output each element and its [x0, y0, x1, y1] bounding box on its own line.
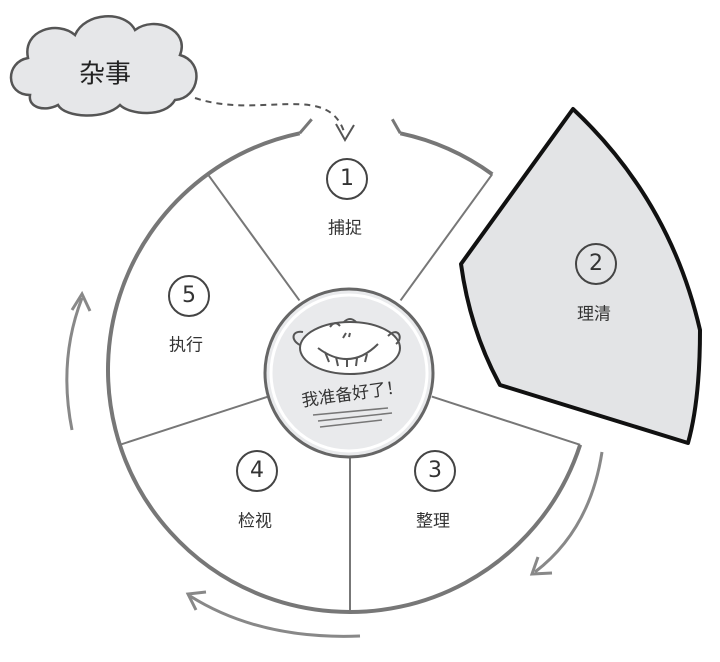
dashed-arrow: [194, 97, 346, 136]
segment-divider-2: [399, 173, 494, 302]
left-arrow: [65, 297, 84, 431]
wheel: [106, 118, 583, 614]
right-arrow: [534, 451, 604, 574]
step-5-label: 执行: [169, 335, 203, 356]
segment-divider-1: [206, 173, 301, 302]
ring-gap-tick-right: [391, 118, 402, 135]
outer-ring-main: [106, 131, 583, 614]
outer-ring-top-right: [399, 131, 494, 176]
bottom-arrow-head: [185, 590, 207, 611]
step-2-label: 理清: [577, 304, 611, 325]
flow-arrows: [65, 290, 604, 638]
center-circle-ring: [269, 293, 429, 453]
underline-strokes: [312, 407, 393, 428]
step-1-number: 1: [326, 158, 368, 200]
segment-divider-3: [431, 395, 581, 446]
cloud-shape: [9, 15, 198, 117]
step-4-label: 检视: [238, 511, 272, 532]
cloud-label: 杂事: [78, 59, 132, 90]
step-1-label: 捕捉: [328, 218, 362, 239]
ring-gap-tick-left: [298, 118, 313, 135]
segment-divider-5: [119, 395, 269, 446]
right-arrow-head: [529, 556, 553, 576]
step-3-label: 整理: [416, 511, 450, 532]
bottom-arrow: [189, 594, 361, 638]
step-4-number: 4: [236, 450, 278, 492]
step-2-number: 2: [575, 243, 617, 285]
smiley-face-icon: [292, 318, 401, 375]
dashed-arrow-head: [335, 123, 355, 142]
step-3-number: 3: [414, 450, 456, 492]
left-arrow-head: [70, 290, 92, 312]
step-5-number: 5: [168, 275, 210, 317]
